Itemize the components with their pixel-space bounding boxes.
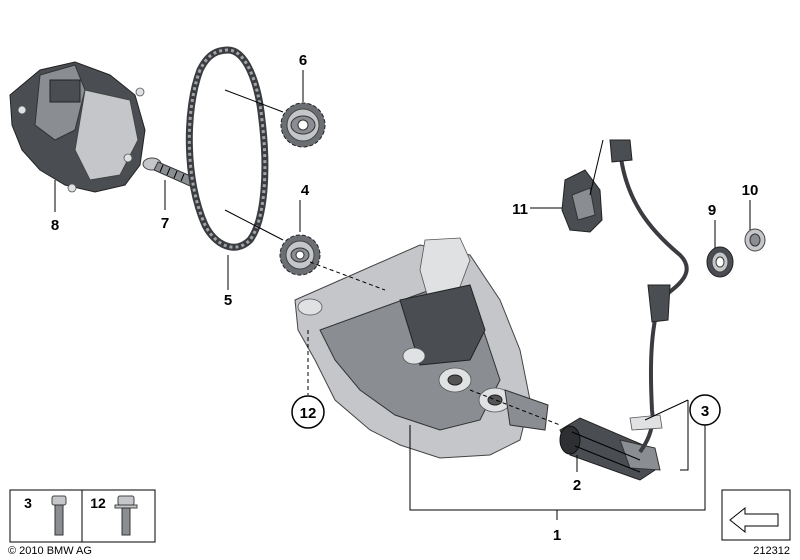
callout-8[interactable]: 8 [51,217,59,234]
copyright-text: © 2010 BMW AG [8,545,92,557]
callout-12-circle [291,395,325,429]
callout-6[interactable]: 6 [299,52,307,69]
callout-5[interactable]: 5 [224,292,232,309]
wiring-harness-part[interactable] [609,139,689,454]
callout-11[interactable]: 11 [512,201,528,218]
lower-sprocket-part[interactable] [279,234,321,276]
bolt-part[interactable] [142,157,194,187]
sensor-part[interactable] [561,169,603,233]
legend-bolt-b-icon [114,495,138,536]
callout-labels: 8 7 5 6 4 11 9 10 2 1 12 3 [51,52,759,544]
arrow-icon [729,506,779,534]
legend-bolt-a-icon [51,495,67,536]
fastener-legend: 3 12 [9,489,156,543]
timing-cover-part[interactable] [9,61,146,193]
oil-pump-part[interactable] [294,237,549,459]
timing-chain-part[interactable] [185,46,269,251]
callout-2[interactable]: 2 [573,477,581,494]
callout-3[interactable]: 3 [701,403,709,420]
upper-sprocket-part[interactable] [280,102,326,148]
callout-4[interactable]: 4 [301,182,310,199]
callout-1[interactable]: 1 [553,527,561,544]
callout-12[interactable]: 12 [300,405,317,422]
callout-10[interactable]: 10 [742,182,759,199]
callout-7[interactable]: 7 [161,215,169,232]
callout-9[interactable]: 9 [708,202,716,219]
leader-lines [54,70,751,520]
legend-label-b: 12 [90,495,106,511]
retaining-plate-part[interactable] [744,228,766,252]
diagram-number: 212312 [753,545,790,557]
callout-3-circle [689,394,721,426]
solenoid-valve-part[interactable] [559,417,661,481]
seal-ring-part[interactable] [706,246,734,278]
legend-label-a: 3 [24,495,32,511]
diagram-nav-box[interactable] [721,489,791,541]
